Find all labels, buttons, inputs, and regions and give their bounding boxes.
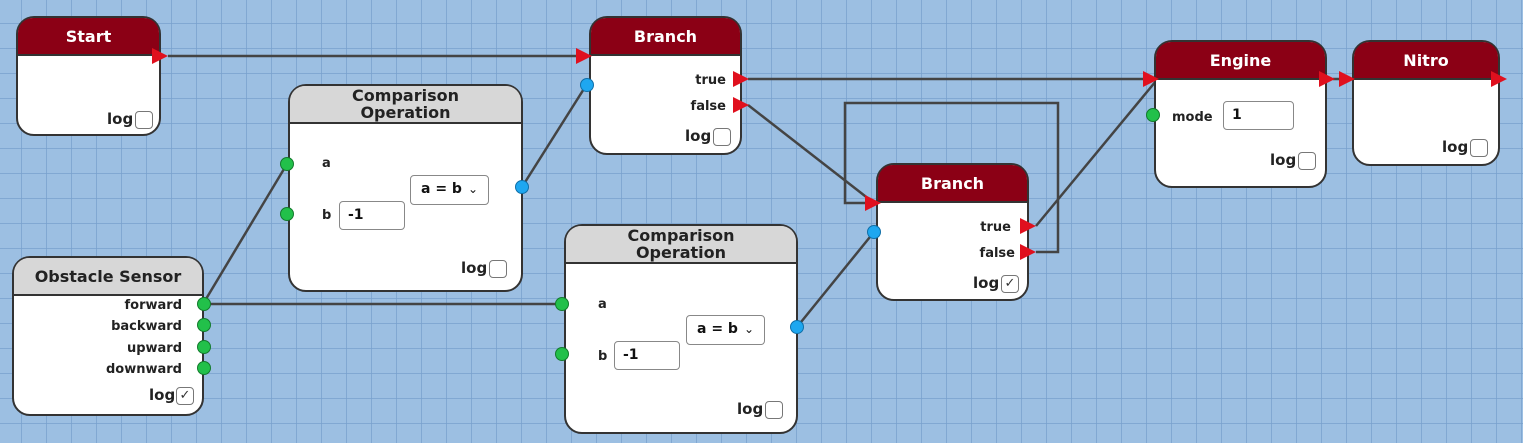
operator-select[interactable]: a = b ⌄ bbox=[686, 315, 765, 345]
mode-input[interactable]: 1 bbox=[1223, 101, 1294, 130]
obstacle-sensor-node[interactable]: Obstacle Sensor forward backward upward … bbox=[12, 256, 204, 416]
cmp2-input-a-port[interactable] bbox=[555, 297, 569, 311]
wire-cmp2-to-branch2 bbox=[796, 231, 875, 328]
comparison-title-line1: Comparison bbox=[352, 86, 459, 105]
log-label: log bbox=[737, 400, 764, 418]
log-checkbox[interactable]: ✓ bbox=[1001, 275, 1019, 293]
branch2-condition-port[interactable] bbox=[867, 225, 881, 239]
mode-label: mode bbox=[1172, 110, 1213, 125]
chevron-down-icon: ⌄ bbox=[743, 322, 754, 336]
log-checkbox[interactable]: ✓ bbox=[176, 387, 194, 405]
cmp2-output-port[interactable] bbox=[790, 320, 804, 334]
branch1-flow-input-arrow[interactable] bbox=[576, 48, 592, 64]
log-checkbox[interactable] bbox=[1298, 152, 1316, 170]
b-value-input[interactable]: -1 bbox=[339, 201, 405, 230]
false-output-label: false bbox=[690, 99, 726, 114]
obstacle-sensor-title: Obstacle Sensor bbox=[14, 258, 202, 296]
engine-mode-port[interactable] bbox=[1146, 108, 1160, 122]
log-label: log bbox=[1270, 151, 1297, 169]
comparison-title-line1: Comparison bbox=[627, 226, 735, 245]
wire-cmp1-to-branch1 bbox=[520, 83, 589, 188]
branch-node-1[interactable]: Branch true false log bbox=[589, 16, 742, 155]
engine-title: Engine bbox=[1156, 42, 1325, 80]
input-b-label: b bbox=[322, 208, 332, 223]
comparison-title-line2: Operation bbox=[635, 243, 727, 262]
nitro-title: Nitro bbox=[1354, 42, 1498, 80]
sensor-forward-port[interactable] bbox=[197, 297, 211, 311]
comparison-title: Comparison Operation bbox=[290, 86, 521, 124]
branch2-true-output-arrow[interactable] bbox=[1020, 218, 1036, 234]
log-label: log bbox=[461, 259, 488, 277]
wire-branch2-false-loop bbox=[843, 101, 1060, 254]
log-checkbox[interactable] bbox=[489, 260, 507, 278]
operator-value: a = b bbox=[421, 181, 462, 197]
log-checkbox[interactable] bbox=[135, 111, 153, 129]
output-label-upward: upward bbox=[126, 341, 182, 356]
start-node-title: Start bbox=[18, 18, 159, 56]
input-a-label: a bbox=[322, 156, 331, 171]
branch-title: Branch bbox=[878, 165, 1027, 203]
comparison-title-line2: Operation bbox=[360, 103, 451, 122]
branch1-false-output-arrow[interactable] bbox=[733, 97, 749, 113]
log-checkbox[interactable] bbox=[713, 128, 731, 146]
log-label: log bbox=[973, 274, 1000, 292]
branch2-false-output-arrow[interactable] bbox=[1020, 244, 1036, 260]
comparison-operation-node-2[interactable]: Comparison Operation a b -1 a = b ⌄ log bbox=[564, 224, 798, 434]
start-flow-output-arrow[interactable] bbox=[152, 48, 168, 64]
cmp1-output-port[interactable] bbox=[515, 180, 529, 194]
branch-title: Branch bbox=[591, 18, 740, 56]
sensor-downward-port[interactable] bbox=[197, 361, 211, 375]
output-label-backward: backward bbox=[111, 319, 182, 334]
b-value-input[interactable]: -1 bbox=[614, 341, 680, 370]
comparison-title: Comparison Operation bbox=[566, 226, 796, 264]
true-output-label: true bbox=[980, 220, 1011, 235]
start-node[interactable]: Start log bbox=[16, 16, 161, 136]
wire-branch1-false-to-branch2 bbox=[747, 104, 875, 204]
cmp1-input-a-port[interactable] bbox=[280, 157, 294, 171]
sensor-upward-port[interactable] bbox=[197, 340, 211, 354]
engine-node[interactable]: Engine mode 1 log bbox=[1154, 40, 1327, 188]
log-label: log bbox=[1442, 138, 1469, 156]
log-label: log bbox=[107, 110, 134, 128]
input-b-label: b bbox=[598, 349, 608, 364]
operator-value: a = b bbox=[697, 321, 738, 337]
nitro-flow-input-arrow[interactable] bbox=[1339, 71, 1355, 87]
log-checkbox[interactable] bbox=[1470, 139, 1488, 157]
nitro-node[interactable]: Nitro log bbox=[1352, 40, 1500, 166]
branch1-condition-port[interactable] bbox=[580, 78, 594, 92]
cmp2-input-b-port[interactable] bbox=[555, 347, 569, 361]
wire-sensor-forward-to-cmp1-a bbox=[201, 163, 289, 305]
log-label: log bbox=[149, 386, 176, 404]
cmp1-input-b-port[interactable] bbox=[280, 207, 294, 221]
engine-flow-output-arrow[interactable] bbox=[1319, 71, 1335, 87]
operator-select[interactable]: a = b ⌄ bbox=[410, 175, 489, 205]
engine-flow-input-arrow[interactable] bbox=[1143, 71, 1159, 87]
sensor-backward-port[interactable] bbox=[197, 318, 211, 332]
wire-branch2-true-to-engine bbox=[1035, 80, 1157, 227]
log-label: log bbox=[685, 127, 712, 145]
output-label-forward: forward bbox=[124, 298, 183, 313]
branch-node-2[interactable]: Branch true false log ✓ bbox=[876, 163, 1029, 301]
comparison-operation-node-1[interactable]: Comparison Operation a b -1 a = b ⌄ log bbox=[288, 84, 523, 292]
chevron-down-icon: ⌄ bbox=[467, 182, 478, 196]
output-label-downward: downward bbox=[105, 362, 182, 377]
nitro-flow-output-arrow[interactable] bbox=[1491, 71, 1507, 87]
input-a-label: a bbox=[598, 297, 607, 312]
true-output-label: true bbox=[695, 73, 726, 88]
branch2-flow-input-arrow[interactable] bbox=[865, 195, 881, 211]
log-checkbox[interactable] bbox=[765, 401, 783, 419]
false-output-label: false bbox=[979, 246, 1015, 261]
branch1-true-output-arrow[interactable] bbox=[733, 71, 749, 87]
